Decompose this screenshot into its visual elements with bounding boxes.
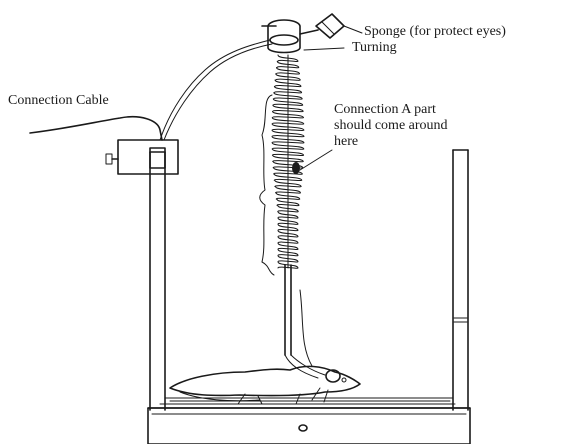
connection-a-marker [292,162,300,174]
label-connection-cable: Connection Cable [8,93,109,109]
label-connection-a-line2: should come around [334,118,448,134]
lower-cable [285,265,325,378]
cage-right-post [453,150,468,410]
spring-coil [272,55,304,268]
label-connection-a-line3: here [334,134,358,150]
connector-box [106,140,178,174]
label-sponge: Sponge (for protect eyes) [364,24,506,40]
spring-bracket [260,95,274,275]
cage-base [148,404,470,444]
label-turning: Turning [352,40,397,56]
swivel [262,14,344,53]
connection-cable [30,40,272,140]
label-connection-a-line1: Connection A part [334,102,436,118]
cage-left-post [150,152,165,410]
